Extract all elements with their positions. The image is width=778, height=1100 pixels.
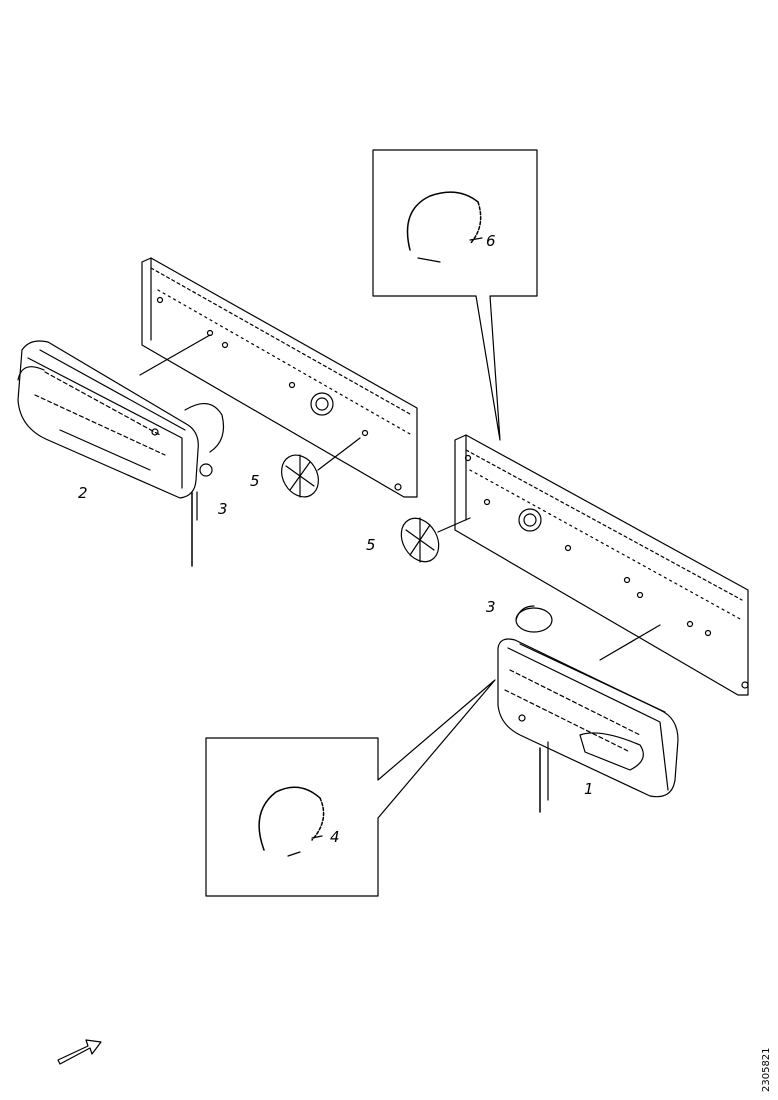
callout-clip-inset-top: 6 — [486, 232, 496, 250]
inset-box-top — [372, 149, 538, 441]
mounting-bracket-right — [454, 434, 749, 696]
callout-rear-lamp-right: 1 — [584, 780, 594, 798]
callout-bulb-holder-left: 3 — [218, 500, 228, 518]
reflector-left — [281, 437, 361, 498]
callout-reflector-right: 5 — [366, 536, 376, 554]
rear-lamp-left — [17, 334, 225, 499]
reflector-right — [400, 517, 471, 563]
rear-lamp-right — [497, 624, 679, 813]
callout-clip-inset-bottom: 4 — [330, 828, 340, 846]
bulb-holder-left — [191, 491, 198, 567]
document-id: 2305821 — [761, 1047, 772, 1092]
callout-bulb-holder-right: 3 — [486, 598, 496, 616]
forward-arrow-icon — [57, 1039, 102, 1065]
callout-rear-lamp-left: 2 — [78, 484, 88, 502]
bulb-holder-right — [515, 605, 553, 633]
mounting-bracket-left — [141, 257, 418, 498]
callout-reflector-left: 5 — [250, 472, 260, 490]
inset-box-bottom — [205, 679, 496, 897]
